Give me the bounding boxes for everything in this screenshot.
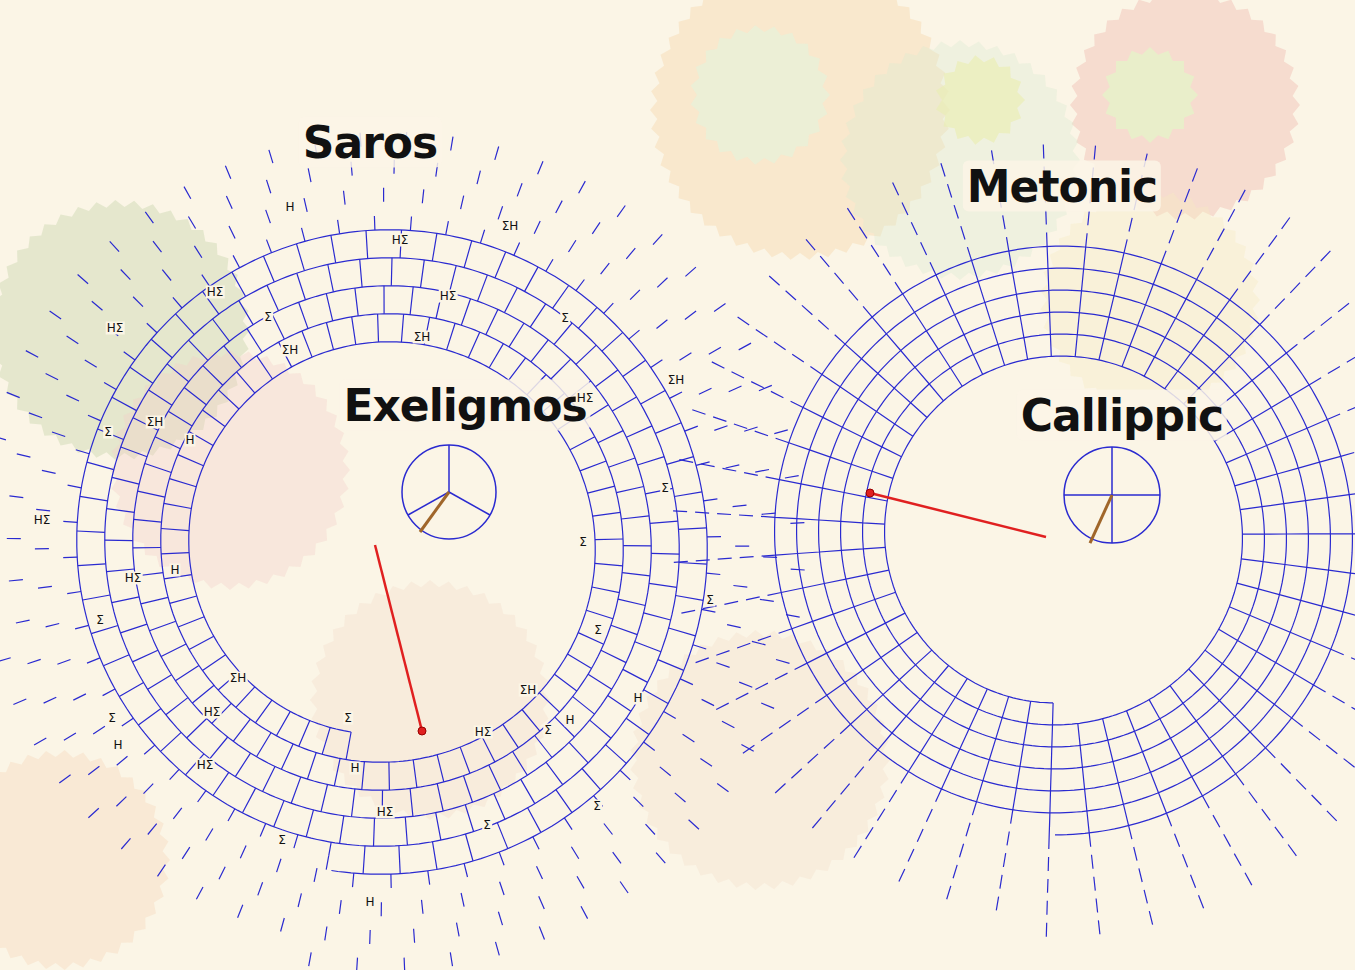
glyph-label: HΣ	[196, 759, 215, 772]
glyph-label: Σ	[593, 624, 603, 637]
glyph-label: H	[364, 896, 375, 909]
exeligmos-subdial	[402, 445, 496, 539]
gear-shape	[310, 580, 550, 820]
glyph-label: Σ	[343, 712, 353, 725]
gear-shape	[691, 25, 830, 165]
glyph-label: Σ	[95, 614, 105, 627]
pointers	[375, 489, 1046, 735]
dial-title: Exeligmos	[339, 380, 590, 431]
glyph-label: HΣ	[474, 726, 493, 739]
gear-shape	[1040, 190, 1260, 410]
glyph-label: ΣH	[229, 672, 248, 685]
glyph-label: Σ	[660, 482, 670, 495]
glyph-label: ΣH	[519, 684, 538, 697]
gear-shape	[630, 630, 890, 890]
glyph-label: Σ	[543, 724, 553, 737]
gear-shape	[1102, 47, 1198, 143]
cell-dividers	[0, 132, 805, 970]
glyph-label: ΣH	[501, 220, 520, 233]
glyph-label: H	[184, 434, 195, 447]
glyph-label: ΣH	[281, 344, 300, 357]
glyph-label: HΣ	[576, 392, 595, 405]
glyph-label: H	[112, 739, 123, 752]
glyph-label: HΣ	[206, 286, 225, 299]
gear-shape	[110, 350, 350, 590]
glyph-label: H	[349, 762, 360, 775]
glyph-label: Σ	[103, 426, 113, 439]
glyph-label: Σ	[592, 800, 602, 813]
spiral-line	[775, 246, 1353, 835]
glyph-label: Σ	[263, 311, 273, 324]
glyph-label: Σ	[107, 712, 117, 725]
dial-title: Metonic	[963, 161, 1161, 212]
spiral-dials	[0, 132, 1355, 970]
background-gears	[0, 0, 1300, 970]
glyph-label: HΣ	[33, 514, 52, 527]
gear-shape	[0, 750, 170, 970]
glyph-label: HΣ	[203, 706, 222, 719]
cell-dividers	[673, 145, 1355, 937]
glyph-label: Σ	[705, 594, 715, 607]
glyph-label: Σ	[277, 834, 287, 847]
glyph-label: HΣ	[124, 572, 143, 585]
glyph-label: HΣ	[106, 322, 125, 335]
glyph-label: Σ	[578, 536, 588, 549]
glyph-label: ΣH	[667, 374, 686, 387]
glyph-label: H	[564, 714, 575, 727]
glyph-label: HΣ	[376, 806, 395, 819]
glyph-label: HΣ	[391, 234, 410, 247]
glyph-label: H	[284, 201, 295, 214]
callippic-subdial	[1064, 447, 1160, 543]
dial-title: Callippic	[1017, 390, 1227, 441]
glyph-label: ΣH	[413, 331, 432, 344]
glyph-label: Σ	[560, 312, 570, 325]
glyph-label: H	[169, 564, 180, 577]
dial-title: Saros	[299, 117, 442, 168]
glyph-label: HΣ	[439, 290, 458, 303]
glyph-label: ΣH	[146, 416, 165, 429]
glyph-label: H	[632, 692, 643, 705]
glyph-label: Σ	[482, 819, 492, 832]
